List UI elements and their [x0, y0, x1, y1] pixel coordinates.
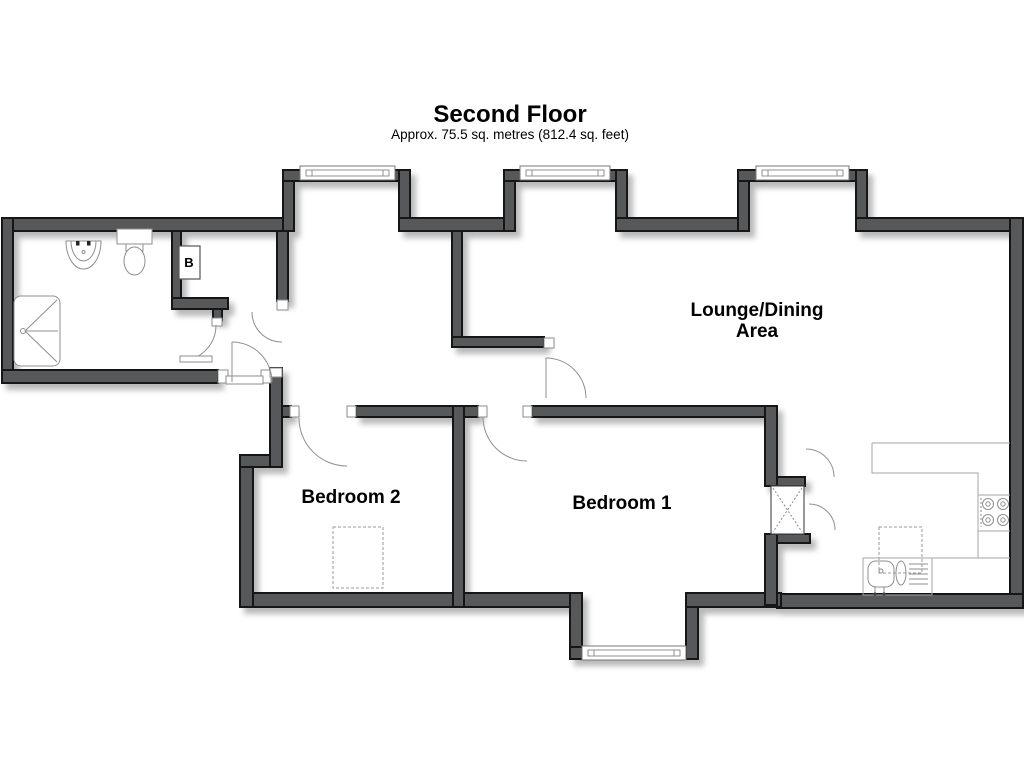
wall: [1, 217, 14, 384]
window-icon: [755, 165, 850, 181]
wall: [776, 593, 1024, 609]
wall: [531, 405, 778, 418]
door-arc: [482, 416, 528, 462]
wall: [269, 367, 283, 468]
room-label-bedroom2: Bedroom 2: [301, 487, 401, 508]
walls: [1, 169, 1024, 660]
wall: [615, 217, 750, 232]
wall: [452, 592, 583, 608]
window-icon: [519, 165, 611, 181]
flue-box: [770, 485, 805, 535]
door-leaf: [179, 355, 213, 363]
door-arc: [251, 311, 283, 343]
wall: [1, 369, 219, 384]
door-jamb: [269, 367, 283, 378]
wall: [239, 454, 254, 608]
plan-title: Second Floor: [433, 101, 587, 128]
wall: [685, 592, 782, 608]
wall: [398, 217, 516, 232]
lounge-label-line1: Lounge/Dining: [690, 300, 824, 321]
boiler-cupboard-label: B: [184, 255, 194, 270]
wall: [239, 592, 456, 608]
kitchen-fixtures: [770, 442, 1010, 596]
wall: [764, 405, 778, 487]
sink-drainer-icon: [862, 557, 933, 596]
toilet-icon: [116, 228, 153, 276]
window-icon: [299, 165, 396, 181]
windows: [299, 165, 850, 661]
wall: [171, 297, 229, 310]
door-jamb: [543, 337, 555, 349]
shower-bath-icon: [13, 295, 61, 367]
door-jamb: [276, 299, 289, 311]
tap: [87, 241, 91, 246]
door-arc: [545, 357, 587, 399]
door-jamb: [477, 405, 488, 418]
appliance-space: [878, 526, 923, 574]
lounge-label-line2: Area: [735, 321, 779, 342]
appliance-space: [332, 526, 384, 589]
door-arc: [805, 448, 835, 478]
door-jamb: [346, 405, 357, 418]
doors: [179, 311, 836, 531]
wall: [776, 533, 811, 544]
door-arc: [231, 341, 273, 383]
wall: [452, 405, 465, 608]
door-jamb: [211, 317, 223, 327]
door-arc: [808, 503, 836, 531]
wall: [776, 476, 806, 487]
wall: [1009, 217, 1024, 609]
room-label-bedroom1: Bedroom 1: [572, 493, 672, 514]
door-jamb: [522, 405, 533, 418]
wall: [855, 217, 1024, 232]
wall: [764, 533, 778, 606]
window-icon: [581, 645, 687, 661]
wall: [451, 230, 463, 338]
door-arc: [298, 417, 348, 467]
plan-subtitle: Approx. 75.5 sq. metres (812.4 sq. feet): [391, 127, 629, 142]
wall: [451, 336, 545, 348]
wash-basin-icon: [65, 240, 102, 270]
door-jamb: [289, 405, 300, 418]
tap: [76, 241, 80, 246]
bathroom-fixtures: [13, 228, 201, 367]
boiler-cupboard-box: [178, 245, 201, 280]
threshold: [225, 375, 264, 385]
hob-icon: [978, 494, 1010, 532]
wall: [276, 230, 289, 302]
door-jambs: [211, 299, 555, 418]
worktop: [862, 442, 1010, 595]
room-label-lounge: Lounge/Dining Area: [691, 300, 824, 342]
